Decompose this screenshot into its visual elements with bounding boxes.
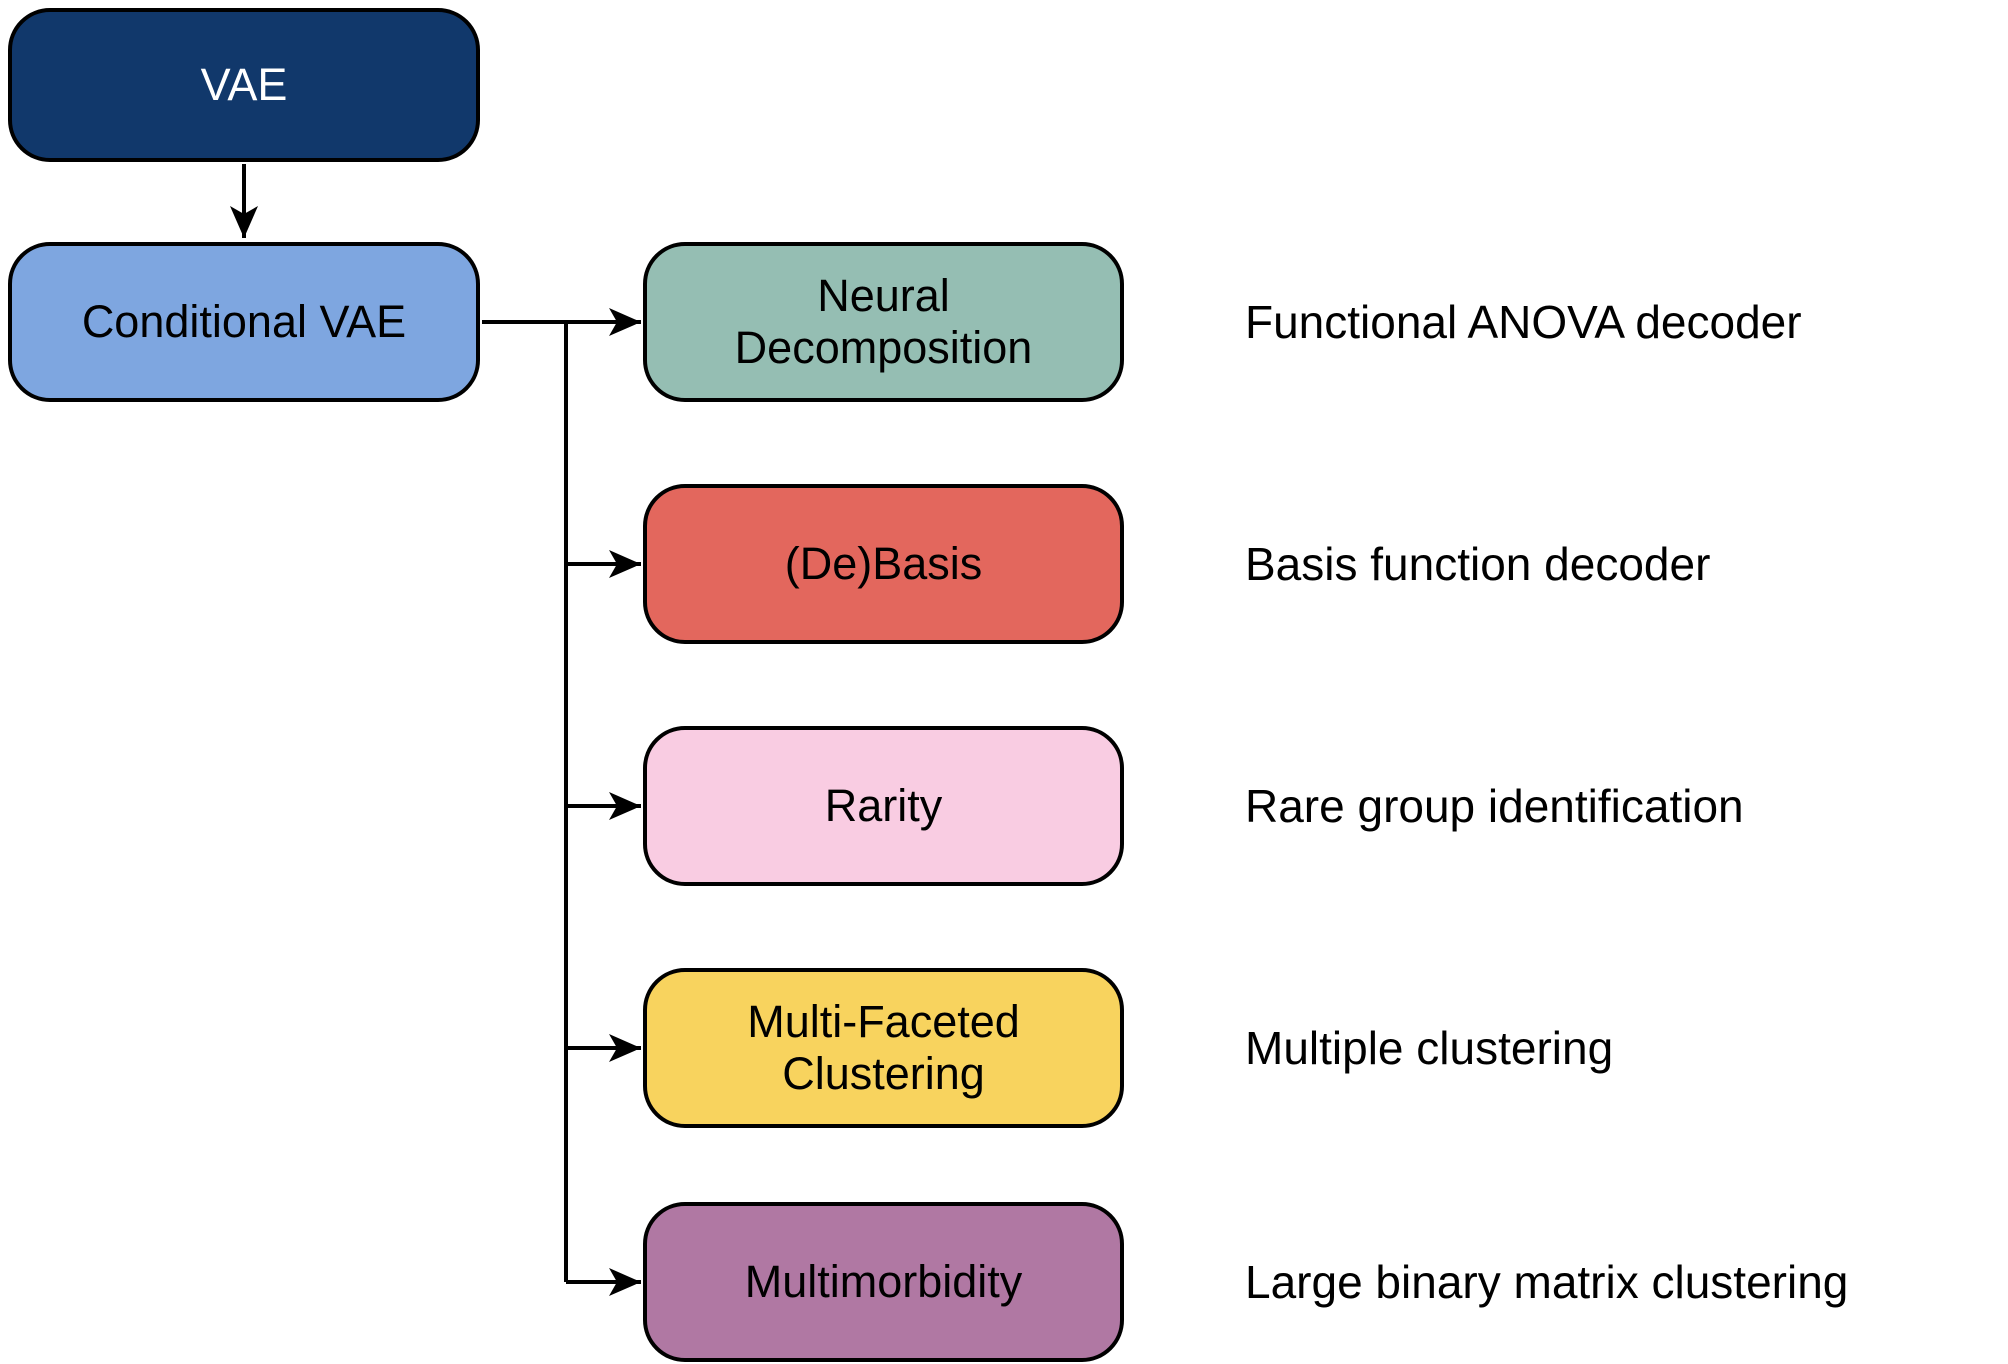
multimorbidity-node: Multimorbidity <box>643 1202 1124 1362</box>
debasis-node: (De)Basis <box>643 484 1124 644</box>
vae-node-label: VAE <box>200 58 288 110</box>
rarity-node-label: Rarity <box>824 779 943 831</box>
multimorbidity-node-label: Multimorbidity <box>744 1255 1023 1307</box>
multi-faceted-clustering-node: Multi-Faceted Clustering <box>643 968 1124 1128</box>
conditional-vae-node-label: Conditional VAE <box>81 295 407 347</box>
neural-decomposition-description: Functional ANOVA decoder <box>1245 296 1802 348</box>
multimorbidity-description: Large binary matrix clustering <box>1245 1256 1849 1308</box>
debasis-node-label: (De)Basis <box>784 537 983 589</box>
rarity-description: Rare group identification <box>1245 780 1744 832</box>
neural-decomposition-node-label: Neural Decomposition <box>734 269 1033 373</box>
multi-faceted-clustering-description: Multiple clustering <box>1245 1022 1614 1074</box>
multi-faceted-clustering-node-label: Multi-Faceted Clustering <box>747 995 1020 1099</box>
neural-decomposition-node: Neural Decomposition <box>643 242 1124 402</box>
vae-node: VAE <box>8 8 480 162</box>
rarity-node: Rarity <box>643 726 1124 886</box>
debasis-description: Basis function decoder <box>1245 538 1711 590</box>
conditional-vae-node: Conditional VAE <box>8 242 480 402</box>
